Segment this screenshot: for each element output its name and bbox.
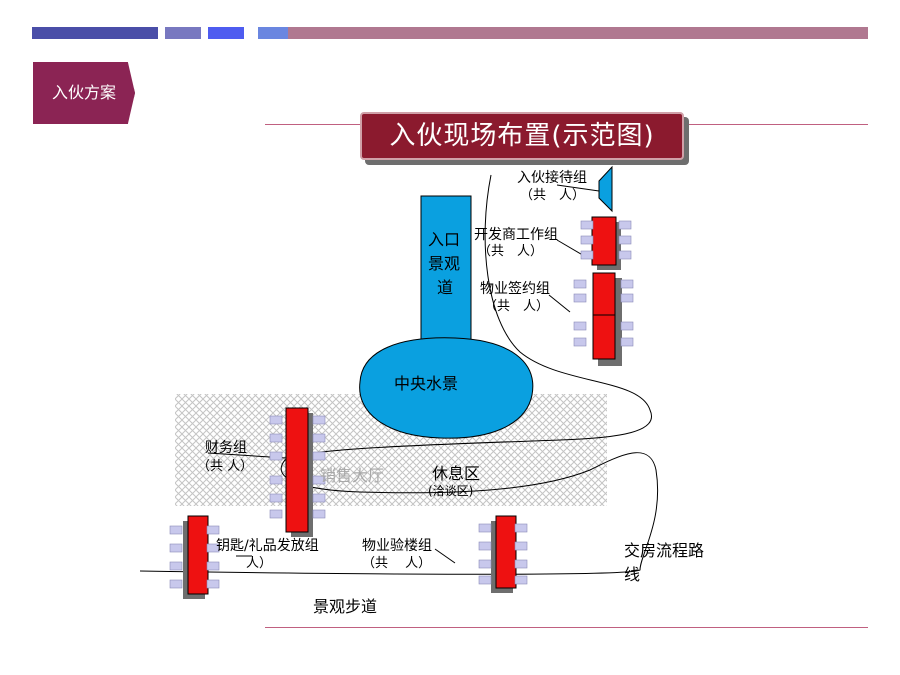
signing-desk-group bbox=[573, 272, 634, 366]
developer-group-count: （共 人） bbox=[478, 244, 544, 259]
inspection-group-count: （共 人） bbox=[362, 556, 432, 571]
signing-group-count: （共 人） bbox=[484, 299, 550, 314]
header-bar-segment-4 bbox=[258, 27, 288, 39]
inspection-group-name: 物业验楼组 bbox=[362, 538, 432, 554]
callout-signing bbox=[548, 294, 571, 313]
developer-group-name: 开发商工作组 bbox=[474, 227, 558, 243]
walkway-label: 景观步道 bbox=[313, 597, 378, 616]
inspection-desk-group bbox=[478, 515, 528, 593]
reception-group-count: （共 人） bbox=[520, 188, 586, 203]
finance-group-name: 财务组 bbox=[205, 440, 247, 456]
entrance-label-3: 道 bbox=[437, 278, 454, 297]
keys-group-name: 钥匙/礼品发放组 bbox=[216, 538, 319, 554]
finance-desk-group bbox=[269, 407, 326, 537]
header-bar-segment-1 bbox=[32, 27, 158, 39]
header-bar-segment-2 bbox=[165, 27, 201, 39]
entrance-label-2: 景观 bbox=[428, 254, 461, 273]
callout-inspection bbox=[434, 548, 456, 564]
signing-group-name: 物业签约组 bbox=[480, 281, 550, 297]
entrance-road bbox=[420, 195, 472, 347]
developer-desk-group bbox=[580, 216, 632, 270]
rest-area-sub-label: (洽谈区) bbox=[428, 484, 474, 498]
header-bar-segment-5 bbox=[288, 27, 868, 39]
header-bar-segment-3 bbox=[208, 27, 244, 39]
reception-desk bbox=[598, 165, 613, 213]
rest-area-label: 休息区 bbox=[432, 464, 481, 483]
central-water bbox=[359, 337, 534, 439]
route-label-1: 交房流程路 bbox=[624, 541, 705, 560]
callout-reception bbox=[556, 184, 600, 192]
reception-group-name: 入伙接待组 bbox=[517, 170, 587, 186]
sales-hall-label: 销售大厅 bbox=[320, 466, 385, 485]
diagram-title: 入伙现场布置(示范图) bbox=[360, 112, 684, 160]
section-tag: 入伙方案 bbox=[33, 62, 135, 124]
finance-group-count: （共 人） bbox=[197, 459, 254, 474]
divider-bottom bbox=[265, 627, 868, 628]
route-label-2: 线 bbox=[624, 565, 641, 584]
keys-group-count: 人） bbox=[246, 556, 273, 571]
keys-desk-group bbox=[169, 515, 220, 599]
entrance-label-1: 入口 bbox=[428, 230, 461, 249]
central-water-label: 中央水景 bbox=[394, 374, 459, 393]
